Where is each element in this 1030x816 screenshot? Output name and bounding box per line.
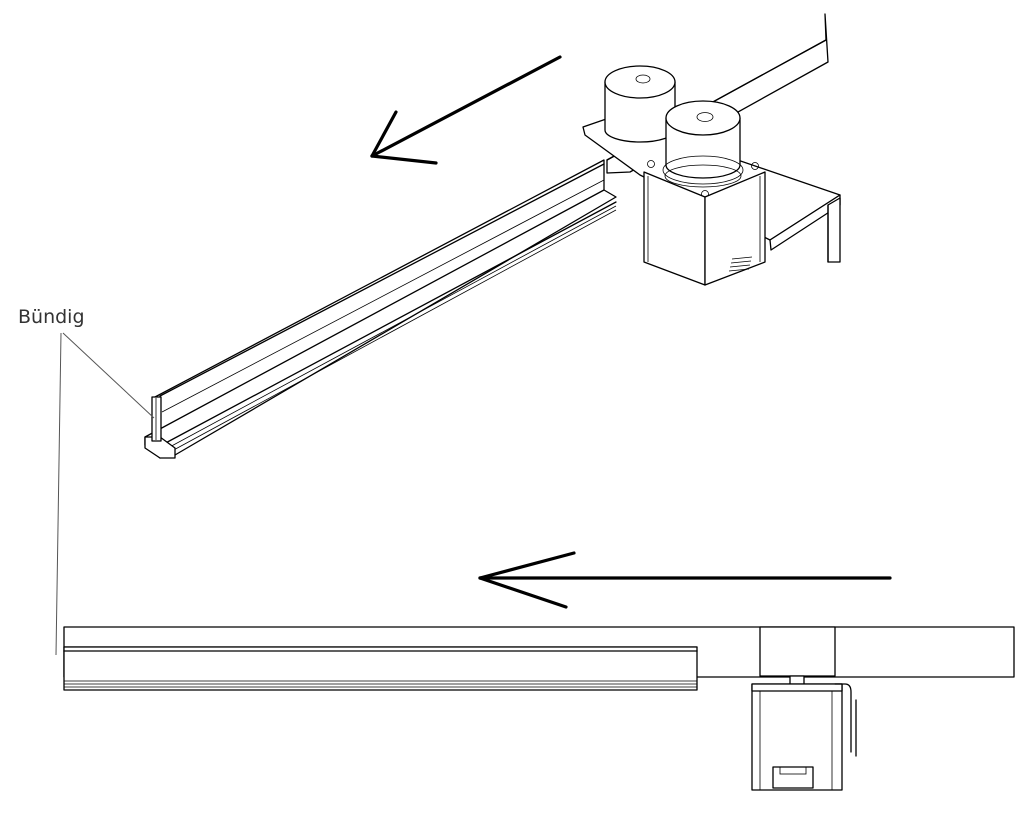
flush-label: Bündig <box>18 306 85 328</box>
motor-body <box>643 171 766 286</box>
front-view <box>63 551 1015 791</box>
motor-front <box>751 683 843 791</box>
roller-side <box>759 626 836 677</box>
motor-plate <box>582 116 841 263</box>
flush-annotation: Bündig <box>18 306 155 656</box>
direction-arrow-front <box>478 551 892 609</box>
direction-arrow-isometric <box>370 55 562 165</box>
roller-front <box>662 100 744 188</box>
leader-line-diagonal <box>62 332 155 419</box>
guide-front <box>63 646 698 691</box>
bracket-side <box>834 683 857 757</box>
leader-line-vertical <box>55 332 62 656</box>
roller-back <box>604 65 676 143</box>
guide-profile <box>144 159 617 459</box>
motor-connector-pins <box>728 256 753 272</box>
isometric-view <box>144 13 841 459</box>
